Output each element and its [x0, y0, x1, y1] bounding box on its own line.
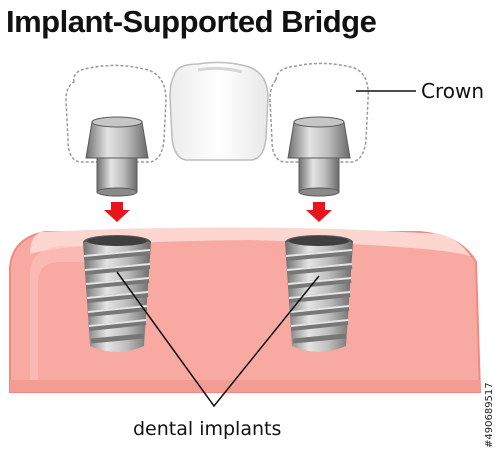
implants-leader-line	[116, 271, 320, 408]
arrow-down-left-icon	[104, 202, 130, 222]
gum-top-highlight	[30, 227, 470, 256]
implant-screw-left	[83, 235, 151, 352]
side-credit-text: #490689517	[484, 382, 495, 448]
gum-bottom-band	[10, 380, 480, 392]
crown-middle	[169, 61, 269, 161]
arrow-down-right-icon	[306, 202, 332, 222]
abutment-right	[287, 116, 351, 197]
implant-screw-right	[285, 235, 353, 352]
dental-implants-label: dental implants	[133, 418, 282, 440]
page-title: Implant-Supported Bridge	[6, 4, 377, 39]
abutment-left	[85, 116, 149, 197]
crown-label: Crown	[421, 79, 485, 103]
